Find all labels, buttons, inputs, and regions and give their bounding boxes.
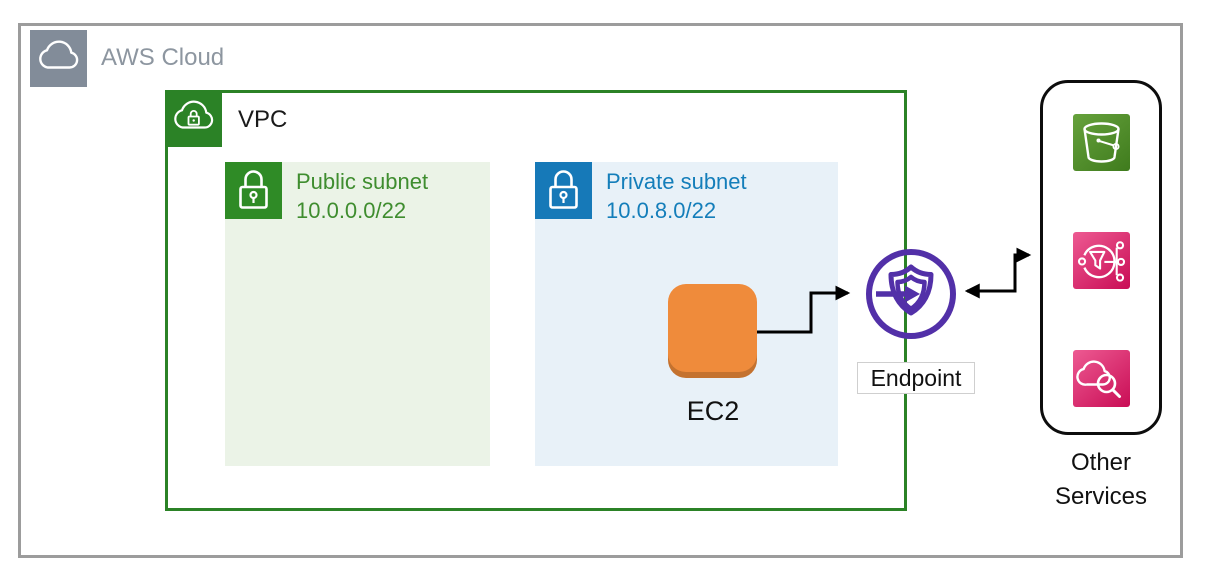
vpc-label: VPC [238, 106, 288, 133]
other-services-label: Other Services [1054, 449, 1148, 510]
public-subnet-label: Public subnet [296, 169, 429, 194]
aws-cloud-label: AWS Cloud [101, 44, 225, 71]
data-stream-funnel-icon [1072, 232, 1130, 289]
private-subnet-lock-icon [535, 162, 592, 219]
public-subnet: Public subnet 10.0.0.0/22 [225, 162, 490, 466]
ec2-label: EC2 [686, 396, 740, 426]
vpc-endpoint-icon [863, 246, 959, 342]
public-subnet-cidr: 10.0.0.0/22 [296, 198, 407, 223]
other-services-panel [1040, 80, 1162, 435]
private-subnet-label: Private subnet [606, 169, 747, 194]
public-subnet-lock-icon [225, 162, 282, 219]
vpc-icon [165, 90, 222, 147]
aws-cloud-icon [30, 30, 87, 87]
endpoint-label: Endpoint [857, 362, 975, 394]
ec2-icon [668, 284, 757, 372]
s3-bucket-icon [1072, 114, 1130, 171]
private-subnet-cidr: 10.0.8.0/22 [606, 198, 717, 223]
cloud-search-icon [1072, 350, 1130, 407]
